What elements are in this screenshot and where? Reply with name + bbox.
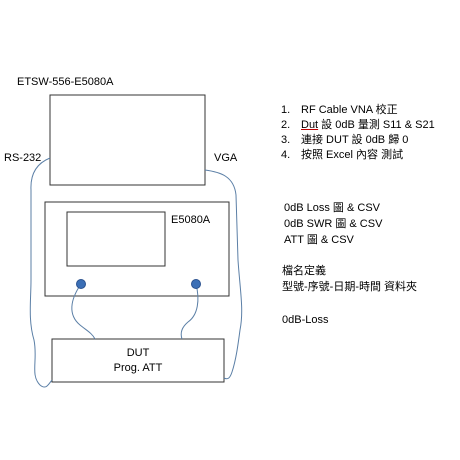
output-item: ATT 圖 & CSV [284,234,354,246]
vga-cable [204,169,243,380]
dut-box [51,338,225,383]
vna-instrument-box [44,201,230,297]
step-text: RF Cable VNA 校正 [301,104,398,116]
naming-pattern: 型號-序號-日期-時間 資料夾 [282,281,418,293]
step-text: 按照 Excel 內容 測試 [301,149,404,161]
rf-cable-port2 [180,283,199,340]
output-item: 0dB Loss 圖 & CSV [284,202,380,214]
vga-label: VGA [214,152,238,164]
computer-box [49,94,206,186]
step-number: 4. [281,149,291,161]
rs232-label: RS-232 [4,152,42,164]
vna-screen [66,211,166,267]
procedure-steps: 1. RF Cable VNA 校正 2. Dut 設 0dB 量測 S11 & S… [281,104,435,164]
prog-att-label: Prog. ATT [113,362,163,374]
step-item: 2. Dut 設 0dB 量測 S11 & S21 [281,119,435,134]
step-number: 1. [281,104,291,116]
step-text: 連接 DUT 設 0dB 歸 0 [301,134,409,146]
output-files-list: 0dB Loss 圖 & CSV 0dB SWR 圖 & CSV ATT 圖 &… [284,202,382,250]
vna-port-1-icon [76,279,86,289]
vna-port-2-icon [191,279,201,289]
rf-cable-port1 [71,283,96,340]
output-item: 0dB SWR 圖 & CSV [284,218,383,230]
step-number: 3. [281,134,291,146]
naming-heading: 檔名定義 [282,265,326,277]
step-number: 2. [281,119,291,131]
dut-label: DUT [126,347,150,359]
step-item: 1. RF Cable VNA 校正 [281,104,435,119]
rs232-cable [29,157,53,388]
instrument-label: E5080A [171,214,211,226]
step-text: 設 0dB 量測 S11 & S21 [318,119,435,131]
step-item: 4. 按照 Excel 內容 測試 [281,149,435,164]
station-title: ETSW-556-E5080A [17,76,114,88]
example-file-name: 0dB-Loss [282,314,329,326]
step-item: 3. 連接 DUT 設 0dB 歸 0 [281,134,435,149]
step-text-underlined: Dut [301,119,319,131]
